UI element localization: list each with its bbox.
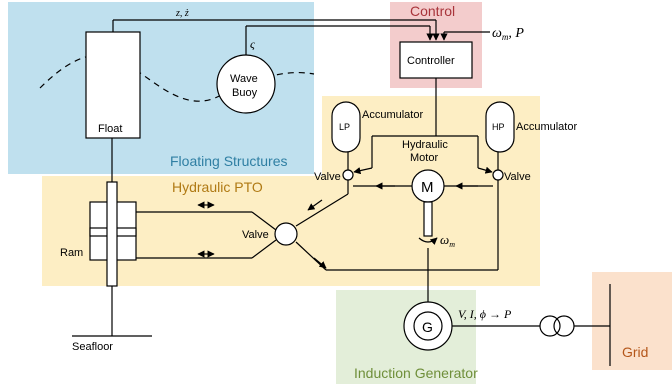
generator-symbol: G <box>422 319 433 335</box>
lp-accumulator <box>331 101 361 153</box>
accumulator-right-label: Accumulator <box>516 121 577 133</box>
transformer-coil-2 <box>553 315 575 337</box>
omega-shaft-omega: ω <box>440 232 449 247</box>
omega-shaft-label: ωm <box>440 232 455 249</box>
seafloor-label: Seafloor <box>72 341 113 353</box>
z-zdot-label: z, ż <box>175 8 189 19</box>
hp-label: HP <box>492 122 505 132</box>
motor-label-1: Hydraulic <box>402 139 448 151</box>
omega-p-omega: ω <box>492 26 502 41</box>
lp-valve <box>342 169 354 181</box>
center-valve <box>274 222 298 246</box>
accumulator-left-label: Accumulator <box>362 109 423 121</box>
motor-symbol: M <box>421 179 434 196</box>
center-valve-label: Valve <box>242 229 269 241</box>
flow-arrow-lower <box>313 257 327 269</box>
omega-p-label: ωm, P <box>492 26 524 42</box>
omega-p-sub: m <box>502 32 509 42</box>
ram-upper-to-valve <box>251 211 277 231</box>
hp-valve <box>492 169 504 181</box>
controller-label: Controller <box>407 55 455 67</box>
lp-to-center-valve <box>295 193 349 227</box>
grid-signal-label: V, I, ϕ → P <box>458 307 512 321</box>
ram-lower-to-valve <box>251 239 277 259</box>
floating-structures-title: Floating Structures <box>170 153 288 169</box>
float-label: Float <box>98 123 122 135</box>
transformer-coil-1 <box>539 315 561 337</box>
lp-label: LP <box>339 122 350 132</box>
zeta-label: ς <box>250 37 255 51</box>
motor-shaft <box>423 201 433 237</box>
grid-region <box>592 272 672 370</box>
shaft-rotation-arrow <box>418 237 438 245</box>
control-title: Control <box>410 3 455 19</box>
ram-rod <box>106 181 118 287</box>
wave-buoy-label-2: Buoy <box>232 87 258 99</box>
control-line-right-in <box>477 166 493 174</box>
motor-label-2: Motor <box>410 152 438 164</box>
flow-arrow-upper <box>307 199 323 211</box>
grid-title: Grid <box>622 344 648 360</box>
omega-p-rest: , P <box>508 26 524 41</box>
control-line-left-in <box>353 167 373 175</box>
ram-label: Ram <box>60 247 83 259</box>
induction-generator-title: Induction Generator <box>354 365 478 381</box>
hp-accumulator <box>485 101 515 153</box>
valve-left-label: Valve <box>314 171 341 183</box>
hydraulic-pto-title: Hydraulic PTO <box>172 179 263 195</box>
omega-shaft-sub: m <box>449 240 455 249</box>
valve-right-label: Valve <box>504 171 531 183</box>
generator-inner <box>413 311 443 341</box>
wave-buoy-label-1: Wave <box>230 73 258 85</box>
